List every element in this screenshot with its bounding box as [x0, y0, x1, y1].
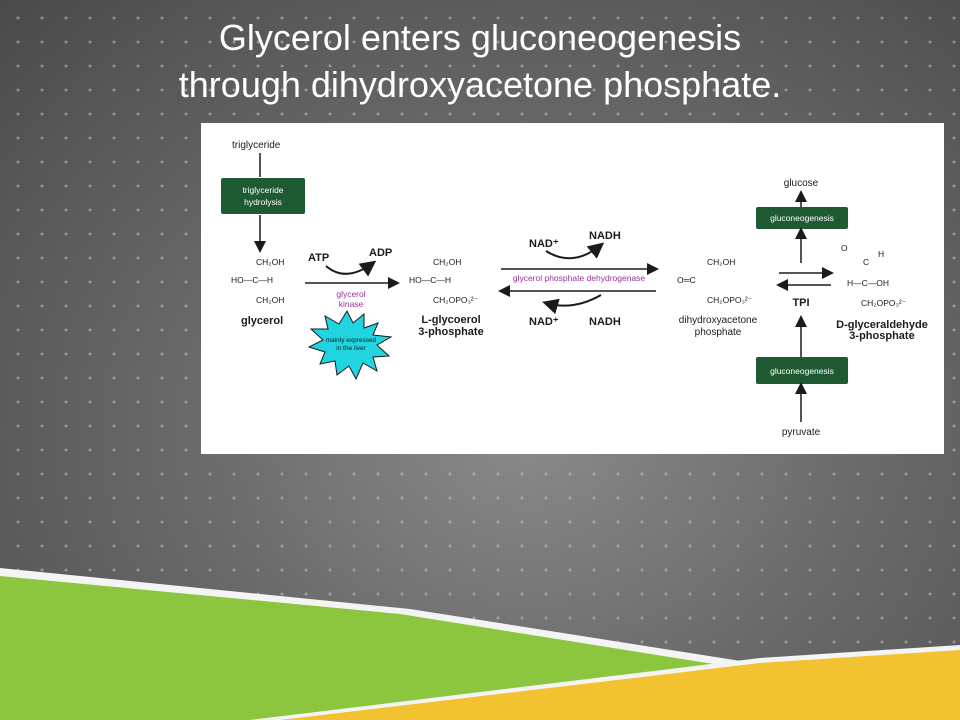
triglyceride-label: triglyceride: [232, 140, 281, 151]
gluconeogenesis-box-bottom: [756, 357, 848, 384]
title-line-2: through dihydroxyacetone phosphate.: [178, 64, 782, 105]
kinase-line-2: kinase: [339, 299, 364, 309]
nad-nadh-top-curve: [545, 242, 605, 260]
gluconeogenesis-top-label: gluconeogenesis: [770, 213, 834, 223]
liver-burst-line-2: in the liver: [336, 345, 366, 352]
dhap-ch2opo3: CH₂OPO₃²⁻: [707, 295, 753, 305]
white-stripe-2: [250, 645, 960, 720]
white-stripe: [0, 568, 760, 669]
glycerol-ch2oh-bottom: CH₂OH: [256, 295, 284, 305]
gluconeogenesis-bottom-label: gluconeogenesis: [770, 366, 834, 376]
gap-name-line-2: 3-phosphate: [849, 330, 914, 342]
glycerol-name: glycerol: [241, 315, 283, 327]
nad-top-label: NAD⁺: [529, 238, 559, 250]
nadh-bottom-label: NADH: [589, 316, 621, 328]
g3p-middle: HO—C—H: [409, 275, 451, 285]
nad-bottom-label: NAD⁺: [529, 316, 559, 328]
dhap-carbonyl: O═C: [677, 275, 696, 285]
dehydrogenase-label: glycerol phosphate dehydrogenase: [513, 273, 646, 283]
pathway-svg: triglyceride triglyceride hydrolysis CH₂…: [221, 140, 928, 438]
adp-label: ADP: [369, 247, 392, 259]
gluconeogenesis-box-top: [756, 207, 848, 229]
glycerol-middle: HO—C—H: [231, 275, 273, 285]
tpi-label: TPI: [792, 297, 809, 309]
hydrolysis-box: [221, 178, 305, 214]
liver-burst-shape: [307, 309, 393, 381]
atp-label: ATP: [308, 252, 329, 264]
glycerol-ch2oh-top: CH₂OH: [256, 257, 284, 267]
g3p-ch2oh-top: CH₂OH: [433, 257, 461, 267]
atp-adp-curve-arrow: [325, 260, 377, 277]
gap-carbonyl-o: O: [841, 243, 848, 253]
nadh-top-label: NADH: [589, 230, 621, 242]
hydrolysis-line-1: triglyceride: [242, 185, 283, 195]
slide-title: Glycerol enters gluconeogenesis through …: [0, 14, 960, 108]
pyruvate-label: pyruvate: [782, 427, 821, 438]
kinase-line-1: glycerol: [336, 289, 365, 299]
nadh-nad-bottom-curve: [542, 294, 602, 315]
gap-ch2opo3: CH₂OPO₃²⁻: [861, 298, 907, 308]
liver-burst-line-1: mainly expressed: [326, 337, 377, 344]
glucose-label: glucose: [784, 178, 819, 189]
dhap-ch2oh: CH₂OH: [707, 257, 735, 267]
g3p-ch2opo3: CH₂OPO₃²⁻: [433, 295, 479, 305]
title-line-1: Glycerol enters gluconeogenesis: [218, 17, 742, 58]
dhap-name-line-2: phosphate: [695, 327, 742, 338]
g3p-name-line-2: 3-phosphate: [418, 326, 483, 338]
gap-aldehyde-h: H: [878, 249, 884, 259]
gap-middle: H—C—OH: [847, 278, 889, 288]
g3p-name-line-1: L-glycoerol: [421, 314, 480, 326]
hydrolysis-line-2: hydrolysis: [244, 197, 282, 207]
pathway-diagram: triglyceride triglyceride hydrolysis CH₂…: [201, 123, 944, 454]
gap-name-line-1: D-glyceraldehyde: [836, 319, 928, 331]
dhap-name-line-1: dihydroxyacetone: [679, 315, 758, 326]
gap-carbon: C: [863, 257, 869, 267]
